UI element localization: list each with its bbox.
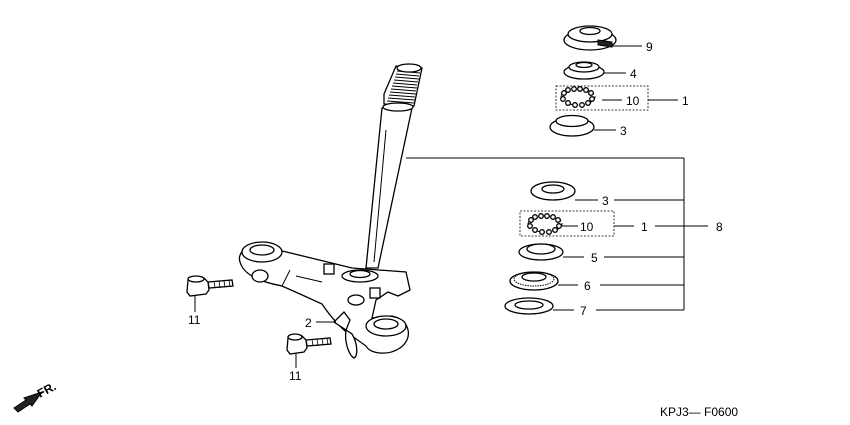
callout-3-top: 3: [620, 124, 627, 138]
dust-seal: [509, 271, 559, 291]
bolt-bottom: [286, 333, 332, 368]
bottom-bridge: [238, 241, 411, 354]
front-direction-arrow: FR.: [13, 379, 58, 413]
lower-ball-race: [530, 181, 576, 201]
top-ball-race: [549, 114, 595, 137]
callout-10-lower: 10: [580, 220, 594, 234]
top-cone-race: [563, 61, 605, 80]
lower-steel-balls: [519, 210, 615, 237]
diagram-code: KPJ3— F0600: [660, 405, 738, 419]
callout-1-lower: 1: [641, 220, 648, 234]
callout-9: 9: [646, 40, 653, 54]
bolt-left: [186, 275, 234, 312]
callout-4: 4: [630, 67, 637, 81]
lower-cone-race: [518, 243, 564, 261]
callout-11-bottom: 11: [289, 369, 302, 383]
callout-1-top: 1: [682, 94, 689, 108]
callout-3-lower: 3: [602, 194, 609, 208]
callout-11-left: 11: [188, 313, 201, 327]
hose-clip: [316, 311, 358, 359]
top-thread-nut: [563, 25, 617, 51]
callout-10-top: 10: [626, 94, 640, 108]
callout-8: 8: [716, 220, 723, 234]
washer: [504, 297, 554, 315]
callout-7: 7: [580, 304, 587, 318]
steering-stem: [365, 63, 423, 269]
callout-2: 2: [305, 316, 312, 330]
callout-5: 5: [591, 251, 598, 265]
top-steel-balls: [555, 85, 649, 111]
callout-6: 6: [584, 279, 591, 293]
